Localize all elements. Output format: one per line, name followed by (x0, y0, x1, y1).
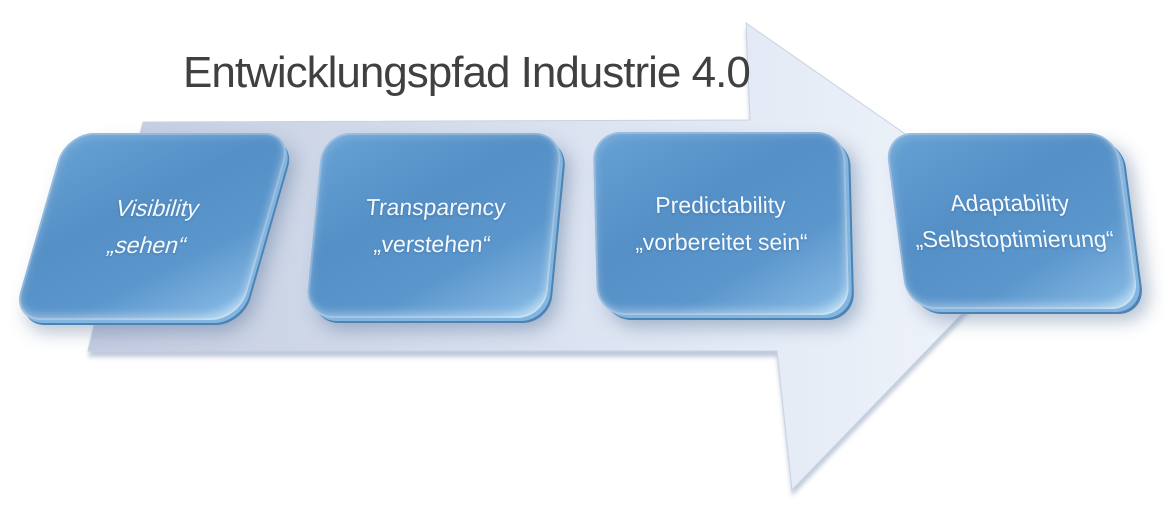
stage-box-adaptability: Adaptability „Selbstoptimierung“ (884, 133, 1140, 309)
stage-label: Visibility (112, 195, 203, 222)
stage-quote: „vorbereitet sein“ (634, 228, 809, 255)
diagram-title: Entwicklungspfad Industrie 4.0 (183, 48, 751, 97)
stage-quote: „verstehen“ (372, 230, 492, 257)
stage-quote: „sehen“ (104, 231, 191, 258)
stage-box-transparency: Transparency „verstehen“ (305, 133, 563, 318)
stage-box-predictability: Predictability „vorbereitet sein“ (592, 132, 850, 315)
stage-label: Transparency (364, 194, 507, 221)
stage-label: Adaptability (948, 189, 1071, 216)
stage-label: Predictability (654, 192, 787, 219)
stage-quote: „Selbstoptimierung“ (912, 226, 1116, 252)
